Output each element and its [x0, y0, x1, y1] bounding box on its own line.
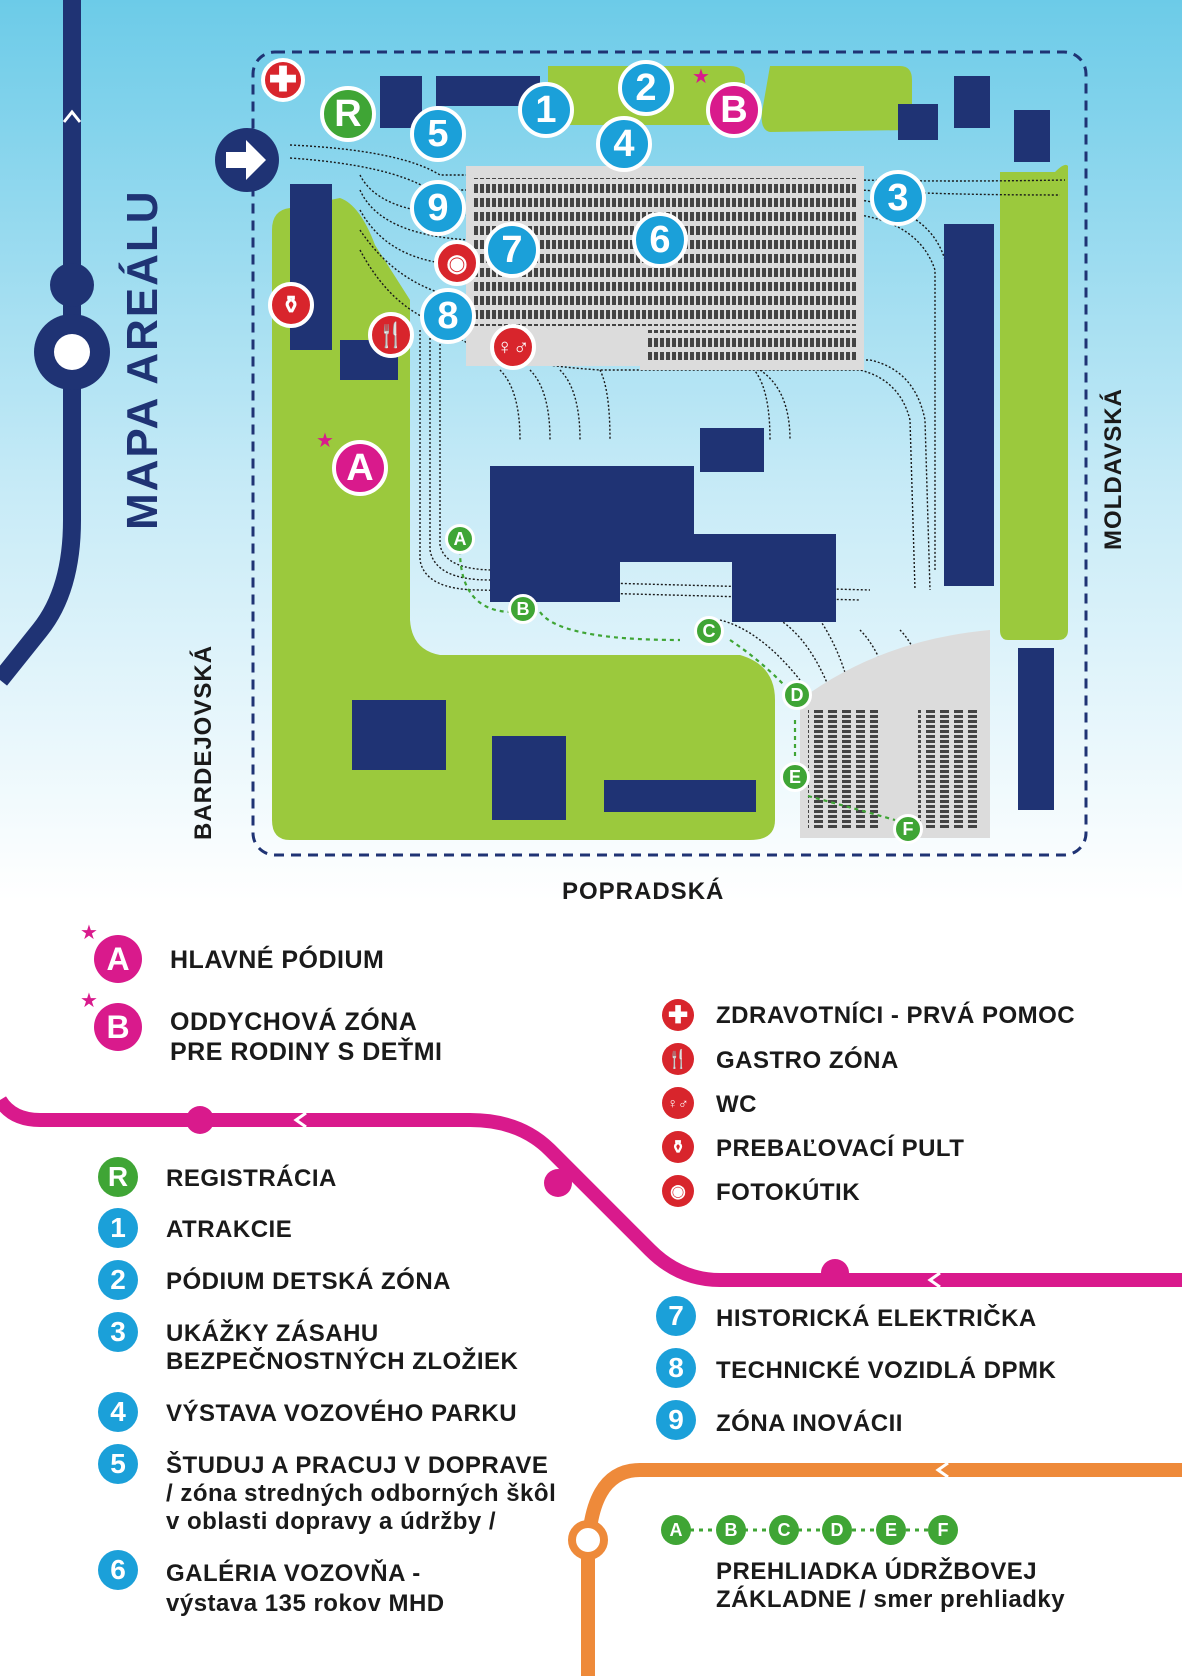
legend-label-changing: PREBAĽOVACÍ PULT	[716, 1135, 965, 1162]
legend-badge-3: 3	[98, 1312, 138, 1352]
wc-icon[interactable]: ♀♂	[490, 324, 536, 370]
walk-marker-b[interactable]: B	[508, 594, 538, 624]
changing-table-icon: ⚱	[662, 1131, 694, 1163]
walk-marker-c[interactable]: C	[694, 616, 724, 646]
map-marker-9[interactable]: 9	[410, 180, 466, 236]
legend-label-main-stage: HLAVNÉ PÓDIUM	[170, 946, 385, 974]
legend-label-family-zone-2: PRE RODINY S DEŤMI	[170, 1038, 443, 1066]
buildings	[290, 76, 1054, 820]
legend-label-study-1: ŠTUDUJ A PRACUJ V DOPRAVE	[166, 1452, 549, 1479]
legend-label-gallery-2: výstava 135 rokov MHD	[166, 1590, 445, 1617]
site-boundary	[251, 50, 1088, 857]
green-right-area	[1000, 164, 1068, 640]
legend-label-historic-tram: HISTORICKÁ ELEKTRIČKA	[716, 1305, 1037, 1332]
tour-badge-d: D	[822, 1515, 852, 1545]
legend-badge-5: 5	[98, 1444, 138, 1484]
legend-badge-2: 2	[98, 1260, 138, 1300]
legend-badge-4: 4	[98, 1392, 138, 1432]
legend-label-photo: FOTOKÚTIK	[716, 1179, 861, 1206]
walk-marker-a[interactable]: A	[445, 524, 475, 554]
star-icon: ★	[316, 430, 334, 452]
navy-line	[0, 0, 81, 686]
legend-badge-r: R	[98, 1157, 138, 1197]
star-icon: ★	[80, 990, 98, 1012]
tour-label-1: PREHLIADKA ÚDRŽBOVEJ	[716, 1558, 1038, 1585]
tour-badge-b: B	[716, 1515, 746, 1545]
legend-label-study-2: / zóna stredných odborných škôl	[166, 1480, 557, 1507]
legend-label-innovation: ZÓNA INOVÁCII	[716, 1410, 903, 1437]
legend-label-registration: REGISTRÁCIA	[166, 1165, 337, 1192]
changing-table-icon[interactable]: ⚱	[268, 282, 314, 328]
legend-label-family-zone-1: ODDYCHOVÁ ZÓNA	[170, 1008, 418, 1036]
legend-badge-7: 7	[656, 1296, 696, 1336]
street-moldavska: MOLDAVSKÁ	[1100, 388, 1127, 550]
first-aid-icon[interactable]: ✚	[261, 58, 305, 102]
legend-label-wc: WC	[716, 1091, 757, 1118]
legend-label-technical-vehicles: TECHNICKÉ VOZIDLÁ DPMK	[716, 1357, 1057, 1384]
entrance-arrow-icon	[215, 128, 279, 192]
navy-stop	[50, 263, 94, 307]
star-icon: ★	[692, 66, 710, 88]
tour-badge-a: A	[661, 1515, 691, 1545]
legend-badge-6: 6	[98, 1550, 138, 1590]
legend-badge-9: 9	[656, 1400, 696, 1440]
legend-label-first-aid: ZDRAVOTNÍCI - PRVÁ POMOC	[716, 1002, 1076, 1029]
legend-badge-8: 8	[656, 1348, 696, 1388]
legend-label-fleet: VÝSTAVA VOZOVÉHO PARKU	[166, 1400, 518, 1427]
legend-label-gallery-1: GALÉRIA VOZOVŇA -	[166, 1560, 421, 1587]
map-marker-1[interactable]: 1	[518, 82, 574, 138]
food-icon[interactable]: 🍴	[368, 312, 414, 358]
map-marker-7[interactable]: 7	[484, 222, 540, 278]
legend-label-security-2: BEZPEČNOSTNÝCH ZLOŽIEK	[166, 1348, 519, 1375]
map-marker-a[interactable]: A	[332, 440, 388, 496]
legend-badge-1: 1	[98, 1208, 138, 1248]
walk-marker-f[interactable]: F	[893, 814, 923, 844]
legend-label-attractions: ATRAKCIE	[166, 1216, 293, 1243]
tour-badge-e: E	[876, 1515, 906, 1545]
legend-badge-a: A	[94, 935, 142, 983]
map-marker-3[interactable]: 3	[870, 170, 926, 226]
star-icon: ★	[80, 922, 98, 944]
street-bardejovska: BARDEJOVSKÁ	[190, 644, 217, 840]
map-title: MAPA AREÁLU	[118, 189, 167, 530]
photo-icon[interactable]: ◉	[434, 240, 480, 286]
walk-marker-d[interactable]: D	[782, 680, 812, 710]
legend-label-study-3: v oblasti dopravy a údržby /	[166, 1508, 497, 1535]
legend-label-security-1: UKÁŽKY ZÁSAHU	[166, 1320, 379, 1347]
map-marker-6[interactable]: 6	[632, 212, 688, 268]
walk-marker-e[interactable]: E	[780, 762, 810, 792]
legend-badge-b: B	[94, 1003, 142, 1051]
tour-label-2: ZÁKLADNE / smer prehliadky	[716, 1586, 1066, 1613]
wc-icon: ♀♂	[662, 1087, 694, 1119]
legend-label-food: GASTRO ZÓNA	[716, 1047, 899, 1074]
map-marker-2[interactable]: 2	[618, 60, 674, 116]
first-aid-icon: ✚	[662, 999, 694, 1031]
street-popradska: POPRADSKÁ	[562, 878, 725, 905]
map-marker-8[interactable]: 8	[420, 288, 476, 344]
tour-badge-c: C	[769, 1515, 799, 1545]
pink-line	[0, 1096, 1182, 1287]
tour-badge-f: F	[928, 1515, 958, 1545]
map-marker-5[interactable]: 5	[410, 106, 466, 162]
legend-label-kids-stage: PÓDIUM DETSKÁ ZÓNA	[166, 1268, 451, 1295]
map-marker-r[interactable]: R	[320, 86, 376, 142]
food-icon: 🍴	[662, 1043, 694, 1075]
green-top-area-2	[761, 66, 912, 132]
tour-route	[458, 549, 896, 822]
map-marker-4[interactable]: 4	[596, 116, 652, 172]
map-marker-b[interactable]: B	[706, 82, 762, 138]
photo-icon: ◉	[662, 1175, 694, 1207]
